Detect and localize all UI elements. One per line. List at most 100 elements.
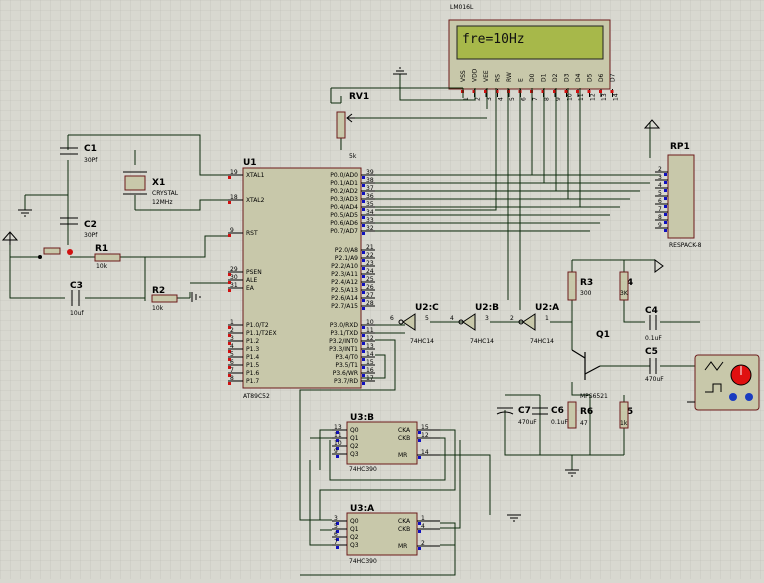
potentiometer-rv1[interactable]: RV1 5k bbox=[336, 92, 369, 160]
counter-pin-name: Q1 bbox=[350, 435, 359, 442]
lcd-pin-number: 9 bbox=[555, 97, 562, 101]
u1-pin-number: 14 bbox=[366, 351, 374, 358]
u1-pin-number: 30 bbox=[230, 274, 238, 281]
u1-pin-name: P3.6/WR bbox=[333, 370, 358, 377]
counter-pin-number: 5 bbox=[334, 523, 338, 530]
inverter-input-pin: 5 bbox=[425, 315, 429, 322]
pin-marker bbox=[228, 382, 231, 385]
lcd-pin-number: 5 bbox=[509, 97, 516, 101]
lcd-pin-number: 13 bbox=[601, 93, 608, 101]
resistor-r6[interactable]: R6 47 bbox=[567, 401, 593, 429]
svg-text:R1: R1 bbox=[95, 244, 108, 254]
resistor-r2[interactable]: R2 10k bbox=[151, 286, 178, 312]
inverter-input-pin: 1 bbox=[545, 315, 549, 322]
signal-generator[interactable] bbox=[687, 354, 760, 411]
u1-pin-number: 29 bbox=[230, 266, 238, 273]
ground-symbols bbox=[1, 67, 664, 522]
u1-pin-name: RST bbox=[246, 230, 258, 237]
svg-text:RP1: RP1 bbox=[670, 142, 690, 152]
svg-text:RV1: RV1 bbox=[349, 92, 369, 102]
lcd-display-text: fre=10Hz bbox=[462, 32, 525, 47]
pin-marker bbox=[228, 374, 231, 377]
capacitor-c3[interactable]: C3 10uf bbox=[70, 281, 84, 317]
pin-marker bbox=[336, 431, 339, 434]
pin-marker bbox=[362, 283, 365, 286]
resistor-r4[interactable]: R4 3K bbox=[619, 271, 633, 301]
transistor-q1[interactable]: Q1 MPS6521 bbox=[571, 330, 610, 400]
reset-button[interactable] bbox=[38, 247, 73, 259]
counter-pin-number: 14 bbox=[421, 449, 429, 456]
capacitor-c2[interactable]: C2 30Pf bbox=[60, 217, 98, 239]
lcd-pin-number: 12 bbox=[590, 93, 597, 101]
rp1-pin-number: 6 bbox=[658, 198, 662, 205]
pin-marker bbox=[664, 189, 667, 192]
inverter-output-pin: 6 bbox=[390, 315, 394, 322]
u1-pin-number: 33 bbox=[366, 217, 374, 224]
svg-text:R6: R6 bbox=[580, 407, 593, 417]
pin-marker bbox=[362, 366, 365, 369]
u1-pin-name: XTAL1 bbox=[246, 172, 265, 179]
lcd-pin-number: 11 bbox=[578, 93, 585, 101]
counter-pin-name: CKA bbox=[398, 518, 411, 525]
u1-pin-name: P2.3/A11 bbox=[331, 271, 358, 278]
u1-pin-name: P1.7 bbox=[246, 378, 259, 385]
u1-pin-number: 10 bbox=[366, 319, 374, 326]
resistor-r3[interactable]: R3 300 bbox=[567, 271, 593, 301]
pin-marker bbox=[336, 455, 339, 458]
u1-pin-name: P1.0/T2 bbox=[246, 322, 269, 329]
lcd-pin-number: 3 bbox=[486, 97, 493, 101]
u1-pin-number: 28 bbox=[366, 300, 374, 307]
svg-text:C5: C5 bbox=[645, 347, 658, 357]
counter-pin-number: 13 bbox=[334, 424, 342, 431]
counter-pin-name: CKB bbox=[398, 435, 410, 442]
rp1-pin-number: 5 bbox=[658, 190, 662, 197]
lcd-pin-label: E bbox=[518, 78, 525, 82]
u1-pin-name: P1.4 bbox=[246, 354, 259, 361]
capacitor-c6[interactable]: C6 0.1uF bbox=[532, 406, 568, 426]
pin-marker bbox=[599, 90, 602, 93]
rp1-pin-number: 8 bbox=[658, 214, 662, 221]
pin-marker bbox=[664, 229, 667, 232]
pin-marker bbox=[362, 192, 365, 195]
counter-pin-name: CKB bbox=[398, 526, 410, 533]
capacitor-c5[interactable]: C5 470uF bbox=[645, 347, 664, 383]
svg-text:Q1: Q1 bbox=[596, 330, 610, 340]
lcd-pin-label: D4 bbox=[575, 73, 582, 82]
capacitor-c4[interactable]: C4 0.1uF bbox=[645, 306, 662, 342]
u1-pin-name: P3.1/TXD bbox=[330, 330, 358, 337]
counter-pin-number: 10 bbox=[334, 440, 342, 447]
inverter-ref: U2:C bbox=[415, 303, 439, 313]
pin-marker bbox=[418, 431, 421, 434]
lcd-module[interactable]: LM016L fre=10Hz VSS1VDD2VEE3RS4RW5E6D07D… bbox=[448, 4, 620, 101]
u1-pin-name: P3.3/INT1 bbox=[329, 346, 358, 353]
capacitor-c7[interactable]: C7 470uF bbox=[496, 406, 537, 426]
u1-pin-number: 18 bbox=[230, 194, 238, 201]
lcd-pin-label: D7 bbox=[610, 73, 617, 82]
pin-marker bbox=[418, 522, 421, 525]
pin-marker bbox=[362, 350, 365, 353]
u1-pin-name: P1.2 bbox=[246, 338, 259, 345]
lcd-pin-number: 10 bbox=[567, 93, 574, 101]
u1-pin-number: 4 bbox=[230, 343, 234, 350]
pin-marker bbox=[362, 267, 365, 270]
svg-text:30Pf: 30Pf bbox=[84, 157, 98, 164]
u1-pin-name: P1.5 bbox=[246, 362, 259, 369]
u1-pin-number: 23 bbox=[366, 260, 374, 267]
pin-marker bbox=[495, 90, 499, 93]
crystal-x1[interactable]: X1 CRYSTAL 12MHz bbox=[123, 171, 179, 206]
resistor-r5[interactable]: R5 1k bbox=[619, 401, 633, 429]
pin-marker bbox=[336, 522, 339, 525]
u1-pin-name: P0.7/AD7 bbox=[330, 228, 358, 235]
capacitor-c1[interactable]: C1 30Pf bbox=[60, 144, 98, 164]
counter-pin-name: CKA bbox=[398, 427, 411, 434]
u1-pin-number: 16 bbox=[366, 367, 374, 374]
resistor-r1[interactable]: R1 10k bbox=[94, 244, 121, 270]
